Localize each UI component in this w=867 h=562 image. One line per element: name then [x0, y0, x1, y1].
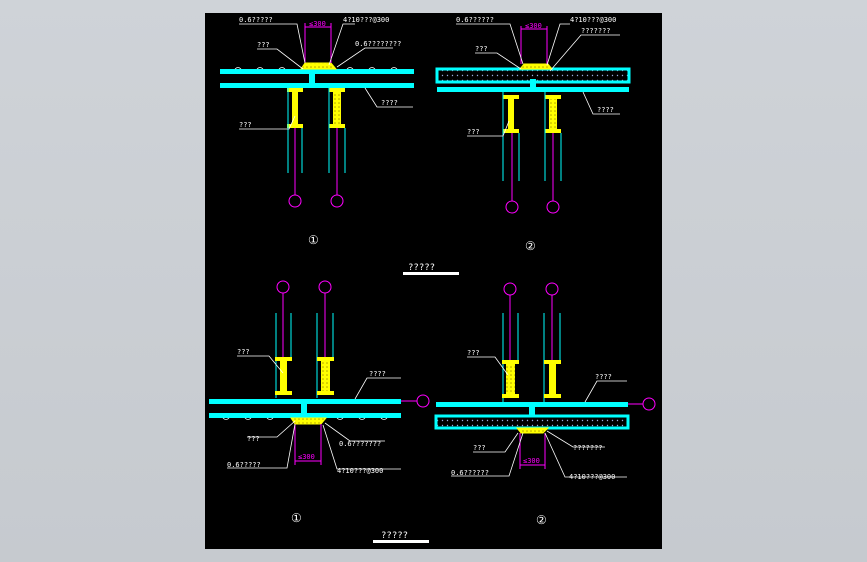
svg-text:???: ???	[237, 348, 250, 356]
svg-text:???: ???	[467, 349, 480, 357]
caption-underline	[403, 272, 459, 275]
steel-column-7	[502, 360, 519, 398]
svg-text:≤300: ≤300	[298, 453, 315, 461]
label-weld: ???	[257, 41, 270, 49]
svg-text:???: ???	[473, 444, 486, 452]
dim-label: ≤300	[309, 20, 326, 28]
drawing-canvas: ≤300 0.6????? ??? 4?10???@300 0.6???????…	[209, 16, 656, 543]
steel-column-1	[287, 88, 303, 128]
steel-column-2	[329, 88, 345, 128]
svg-text:???: ???	[247, 435, 260, 443]
roof-panel-lower	[220, 83, 414, 88]
svg-text:①: ①	[291, 511, 302, 525]
label-insulation: 0.6????????	[355, 40, 401, 48]
caption-bottom-underline	[373, 540, 429, 543]
detail-top-right: ≤300 0.6?????? ??? 4?10???@300 ??????? ?…	[435, 16, 631, 253]
steel-column-3	[503, 95, 519, 133]
drawing-sheet: ≤300 0.6????? ??? 4?10???@300 0.6???????…	[205, 13, 662, 549]
detail-bottom-left: ≤300 ??? ???? ??? 0.6??????? 0.6????? 4?…	[209, 280, 430, 525]
label-column: ???	[239, 121, 252, 129]
svg-text:???: ???	[467, 128, 480, 136]
svg-text:4?10???@300: 4?10???@300	[337, 467, 383, 475]
roof-panel-upper	[220, 69, 414, 74]
caption-bottom: ?????	[381, 531, 408, 541]
svg-text:0.6??????: 0.6??????	[456, 16, 494, 24]
ridge-cap	[300, 62, 338, 70]
steel-column-5	[275, 357, 292, 395]
svg-text:???????: ???????	[573, 444, 603, 452]
svg-text:???: ???	[475, 45, 488, 53]
svg-text:????: ????	[369, 370, 386, 378]
svg-text:????: ????	[595, 373, 612, 381]
steel-column-8	[544, 360, 561, 398]
svg-text:????: ????	[597, 106, 614, 114]
detail-bottom-right: ≤300 ??? ???? ??? ??????? 0.6?????? 4?10…	[434, 282, 656, 527]
svg-text:4?10???@300: 4?10???@300	[570, 16, 616, 24]
steel-column-4	[545, 95, 561, 133]
label-anchor: 4?10???@300	[343, 16, 389, 24]
svg-text:???????: ???????	[581, 27, 611, 35]
axis-bubble-1	[288, 194, 302, 208]
svg-text:0.6???????: 0.6???????	[339, 440, 381, 448]
svg-text:≤300: ≤300	[523, 457, 540, 465]
label-purlin: ????	[381, 99, 398, 107]
detail-number-1: ①	[308, 233, 319, 247]
svg-text:4?10???@300: 4?10???@300	[569, 473, 615, 481]
svg-text:0.6??????: 0.6??????	[451, 469, 489, 477]
caption-top: ?????	[408, 263, 435, 273]
svg-text:②: ②	[536, 513, 547, 527]
svg-text:0.6?????: 0.6?????	[227, 461, 261, 469]
detail-number-2: ②	[525, 239, 536, 253]
svg-text:≤300: ≤300	[525, 22, 542, 30]
axis-bubble-2	[330, 194, 344, 208]
steel-column-6	[317, 357, 334, 395]
detail-top-left: ≤300 0.6????? ??? 4?10???@300 0.6???????…	[220, 16, 414, 247]
label-zinc-plate: 0.6?????	[239, 16, 273, 24]
